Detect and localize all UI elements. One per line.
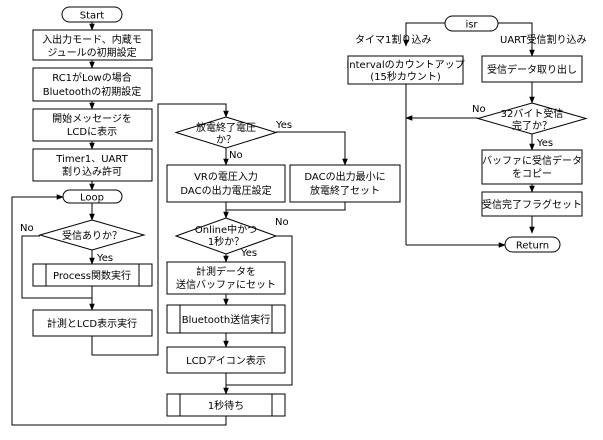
edge-discharge-yes: [276, 131, 348, 166]
lcd-open-line2: LCDに表示: [67, 125, 117, 138]
start-terminal: Start: [61, 6, 123, 23]
init-bt-line2: Bluetoothの初期設定: [43, 85, 142, 98]
discharge-line1: 放電終了電圧: [196, 121, 256, 134]
return-terminal: Return: [504, 236, 561, 253]
process-label: Process関数実行: [53, 269, 131, 282]
connectors: [11, 22, 535, 426]
edge-measure-discharge: [91, 103, 229, 356]
timer-interrupt-label: タイマ1割り込み: [355, 33, 431, 46]
byte-yes-label: Yes: [536, 138, 553, 149]
lcd-open-box: 開始メッセージを LCDに表示: [32, 108, 153, 142]
lcd-icon-box: LCDアイコン表示: [166, 346, 286, 374]
measure-lcd-box: 計測とLCD表示実行: [32, 309, 153, 337]
online-no-label: No: [275, 217, 289, 228]
uart-interrupt-label: UART受信割り込み: [500, 33, 587, 46]
edge-wait-loop: [11, 194, 227, 426]
flag-set-label: 受信完了フラグセット: [482, 198, 582, 211]
interval-up-line1: Intervalのカウントアップ: [346, 59, 464, 71]
loop-terminal: Loop: [62, 189, 123, 204]
isr-label: isr: [465, 20, 478, 31]
edge-isr-timer: [403, 22, 445, 47]
process-subroutine: Process関数実行: [32, 263, 153, 287]
init-io-line1: 入出力モード、内蔵モ: [42, 33, 142, 46]
byte-no-label: No: [472, 104, 486, 115]
irq-enable-line1: Timer1、UART: [55, 154, 128, 165]
lcd-icon-label: LCDアイコン表示: [186, 354, 266, 367]
discharge-no-label: No: [229, 150, 243, 161]
online-yes-label: Yes: [240, 248, 257, 259]
byte-decision: 32バイト受信 完了か？: [476, 102, 588, 135]
irq-enable-line2: 割り込み許可: [62, 165, 122, 178]
online-decision: Online中かつ 1秒か？: [174, 217, 278, 255]
online-line1: Online中かつ: [195, 223, 257, 236]
vr-input-line2: DACの出力電圧設定: [180, 184, 271, 197]
init-bt-box: RC1がLowの場合 Bluetoothの初期設定: [32, 67, 153, 102]
dac-min-box: DACの出力最小に 放電終了セット: [289, 164, 401, 203]
init-io-line2: ジュールの初期設定: [47, 46, 136, 59]
irq-enable-box: Timer1、UART 割り込み許可: [32, 148, 153, 182]
set-buffer-line1: 計測データを: [196, 265, 256, 278]
set-buffer-box: 計測データを 送信バッファにセット: [166, 261, 286, 295]
discharge-decision: 放電終了電圧 か？: [174, 116, 278, 149]
bt-send-subroutine: Bluetooth送信実行: [166, 304, 286, 334]
start-label: Start: [80, 11, 105, 22]
copy-buffer-box: バッファに受信データ をコピー: [481, 149, 583, 185]
copy-buffer-line2: をコピー: [512, 168, 552, 180]
set-buffer-line2: 送信バッファにセット: [176, 278, 276, 291]
recv-get-label: 受信データ取り出し: [487, 63, 577, 76]
flag-set-box: 受信完了フラグセット: [481, 191, 583, 217]
interval-up-line2: (15秒カウント): [370, 70, 441, 83]
recv-yes-label: Yes: [96, 253, 113, 264]
dac-min-line2: 放電終了セット: [310, 184, 380, 197]
isr-terminal: isr: [444, 15, 499, 32]
discharge-line2: か？: [216, 134, 236, 146]
copy-buffer-line1: バッファに受信データ: [482, 154, 582, 167]
recv-no-label: No: [20, 223, 34, 234]
vr-input-box: VRの電圧入力 DACの出力電圧設定: [166, 164, 286, 203]
dac-min-line1: DACの出力最小に: [304, 170, 385, 183]
online-line2: 1秒か？: [208, 235, 244, 248]
interval-up-box: Intervalのカウントアップ (15秒カウント): [346, 55, 465, 85]
init-io-box: 入出力モード、内蔵モ ジュールの初期設定: [32, 29, 153, 61]
edge-dac-merge: [226, 202, 346, 211]
return-label: Return: [516, 241, 549, 252]
bt-send-label: Bluetooth送信実行: [182, 313, 271, 326]
wait-label: 1秒待ち: [208, 399, 244, 412]
init-bt-line1: RC1がLowの場合: [52, 71, 132, 84]
recv-get-box: 受信データ取り出し: [481, 55, 583, 83]
loop-label: Loop: [80, 193, 104, 204]
edge-isr-uart: [498, 22, 535, 57]
byte-q-line2: 完了か？: [512, 119, 552, 132]
measure-lcd-label: 計測とLCD表示実行: [47, 317, 137, 330]
vr-input-line1: VRの電圧入力: [194, 170, 258, 183]
byte-q-line1: 32バイト受信: [501, 108, 564, 120]
discharge-yes-label: Yes: [275, 120, 292, 131]
lcd-open-line1: 開始メッセージを: [52, 112, 132, 125]
edge-online-no: [226, 235, 293, 386]
recv-question: 受信ありか？: [62, 230, 122, 242]
wait-subroutine: 1秒待ち: [166, 393, 286, 417]
recv-decision: 受信ありか？: [38, 219, 146, 251]
